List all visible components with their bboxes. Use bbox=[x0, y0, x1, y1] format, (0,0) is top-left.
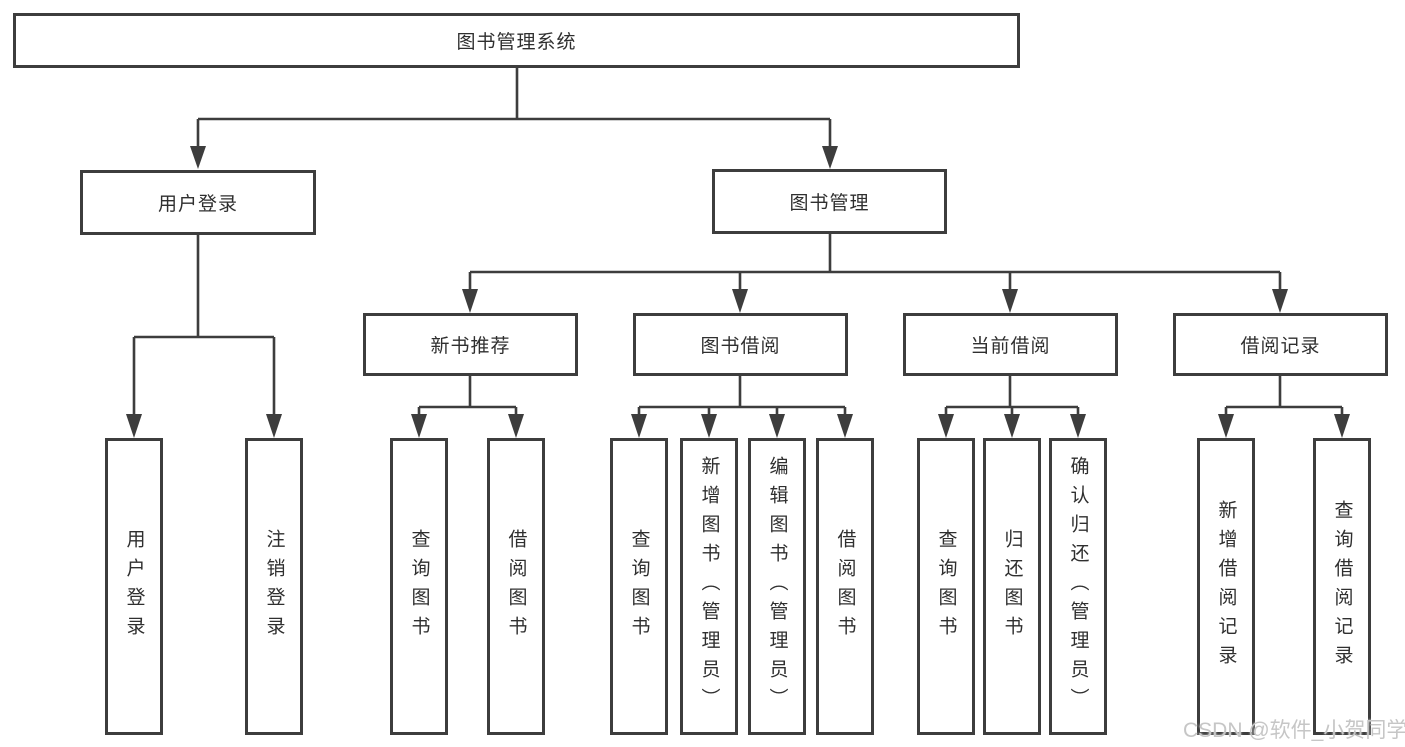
node-label: 注销登录 bbox=[263, 528, 285, 645]
node-new-book-recommend: 新书推荐 bbox=[363, 313, 578, 376]
node-label: 查询图书 bbox=[628, 528, 650, 645]
node-label: 编辑图书（管理员） bbox=[766, 456, 788, 717]
node-label: 借阅记录 bbox=[1240, 336, 1321, 357]
node-label: 图书管理系统 bbox=[456, 32, 577, 53]
node-label: 当前借阅 bbox=[970, 336, 1051, 357]
node-label: 新增借阅记录 bbox=[1215, 499, 1237, 674]
leaf-return-book: 归还图书 bbox=[983, 438, 1041, 735]
node-label: 查询图书 bbox=[935, 528, 957, 645]
node-label: 用户登录 bbox=[123, 528, 145, 645]
leaf-logout: 注销登录 bbox=[245, 438, 303, 735]
leaf-query-borrow-record: 查询借阅记录 bbox=[1313, 438, 1371, 735]
node-label: 查询借阅记录 bbox=[1331, 499, 1353, 674]
node-system-root: 图书管理系统 bbox=[13, 13, 1020, 68]
node-label: 借阅图书 bbox=[505, 528, 527, 645]
node-label: 新书推荐 bbox=[430, 336, 511, 357]
leaf-query-books-2: 查询图书 bbox=[610, 438, 668, 735]
node-label: 用户登录 bbox=[157, 194, 238, 215]
leaf-edit-book-admin: 编辑图书（管理员） bbox=[748, 438, 806, 735]
leaf-add-borrow-record: 新增借阅记录 bbox=[1197, 438, 1255, 735]
node-user-login-branch: 用户登录 bbox=[80, 170, 316, 235]
node-borrow-records: 借阅记录 bbox=[1173, 313, 1388, 376]
node-label: 借阅图书 bbox=[834, 528, 856, 645]
node-current-borrow: 当前借阅 bbox=[903, 313, 1118, 376]
node-book-borrow: 图书借阅 bbox=[633, 313, 848, 376]
leaf-confirm-return-admin: 确认归还（管理员） bbox=[1049, 438, 1107, 735]
leaf-user-login: 用户登录 bbox=[105, 438, 163, 735]
node-label: 图书借阅 bbox=[700, 336, 781, 357]
leaf-query-books-1: 查询图书 bbox=[390, 438, 448, 735]
node-label: 图书管理 bbox=[789, 193, 870, 214]
node-label: 确认归还（管理员） bbox=[1067, 456, 1089, 717]
node-label: 查询图书 bbox=[408, 528, 430, 645]
node-book-management-branch: 图书管理 bbox=[712, 169, 947, 234]
leaf-borrow-books-2: 借阅图书 bbox=[816, 438, 874, 735]
leaf-borrow-books-1: 借阅图书 bbox=[487, 438, 545, 735]
node-label: 新增图书（管理员） bbox=[698, 456, 720, 717]
node-label: 归还图书 bbox=[1001, 528, 1023, 645]
leaf-add-book-admin: 新增图书（管理员） bbox=[680, 438, 738, 735]
leaf-query-books-3: 查询图书 bbox=[917, 438, 975, 735]
csdn-watermark: CSDN @软件_小贺同学 bbox=[1183, 719, 1405, 742]
